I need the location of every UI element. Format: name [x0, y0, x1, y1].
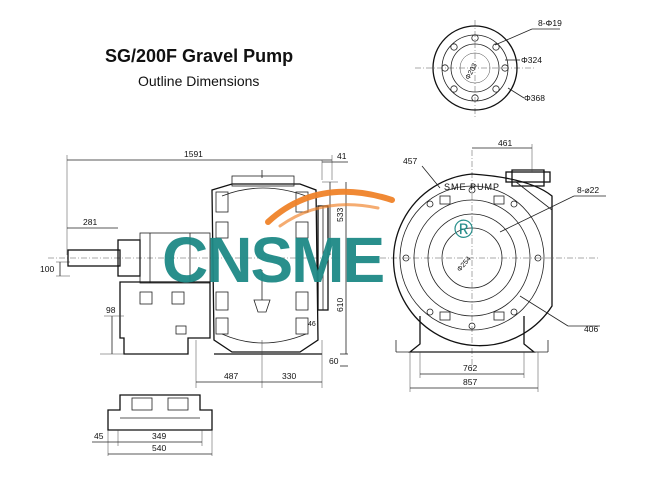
dim-857: 857: [463, 377, 477, 387]
dim-281: 281: [83, 217, 97, 227]
dim-610: 610: [335, 298, 345, 312]
dim-349: 349: [152, 431, 166, 441]
casing-text: SME PUMP: [444, 182, 500, 192]
dim-98: 98: [106, 305, 116, 315]
dim-100: 100: [40, 264, 54, 274]
logo-registered: ®: [454, 214, 473, 244]
base-view: 45 349 540: [92, 394, 213, 456]
dim-487: 487: [224, 371, 238, 381]
flange-bore-label: Φ203: [465, 62, 479, 81]
logo-text: CNSME: [162, 224, 383, 296]
dim-41: 41: [337, 151, 347, 161]
dim-46: 46: [308, 321, 316, 328]
front-view: SME PUMP 461 457 8-⌀22 Φ254 406: [380, 138, 606, 392]
side-view: 1591 41 281 533 610 100: [40, 149, 348, 388]
discharge-flange-view: 8-Φ19 Φ324 Φ368 Φ203: [415, 18, 562, 118]
flange-pcd-label: Φ324: [521, 55, 542, 65]
dim-461: 461: [498, 138, 512, 148]
dim-330: 330: [282, 371, 296, 381]
dim-45: 45: [94, 431, 104, 441]
front-bolt-holes: 8-⌀22: [577, 185, 599, 195]
dim-762: 762: [463, 363, 477, 373]
dim-457: 457: [403, 156, 417, 166]
flange-outer-label: Φ368: [524, 93, 545, 103]
cnsme-logo: CNSME ®: [162, 188, 473, 296]
flange-holes-label: 8-Φ19: [538, 18, 562, 28]
dim-1591: 1591: [184, 149, 203, 159]
dim-533: 533: [335, 208, 345, 222]
drawing-subtitle: Outline Dimensions: [138, 73, 260, 89]
dim-60: 60: [329, 356, 339, 366]
dim-406: 406: [584, 324, 598, 334]
dim-540: 540: [152, 443, 166, 453]
drawing-title: SG/200F Gravel Pump: [105, 46, 294, 66]
